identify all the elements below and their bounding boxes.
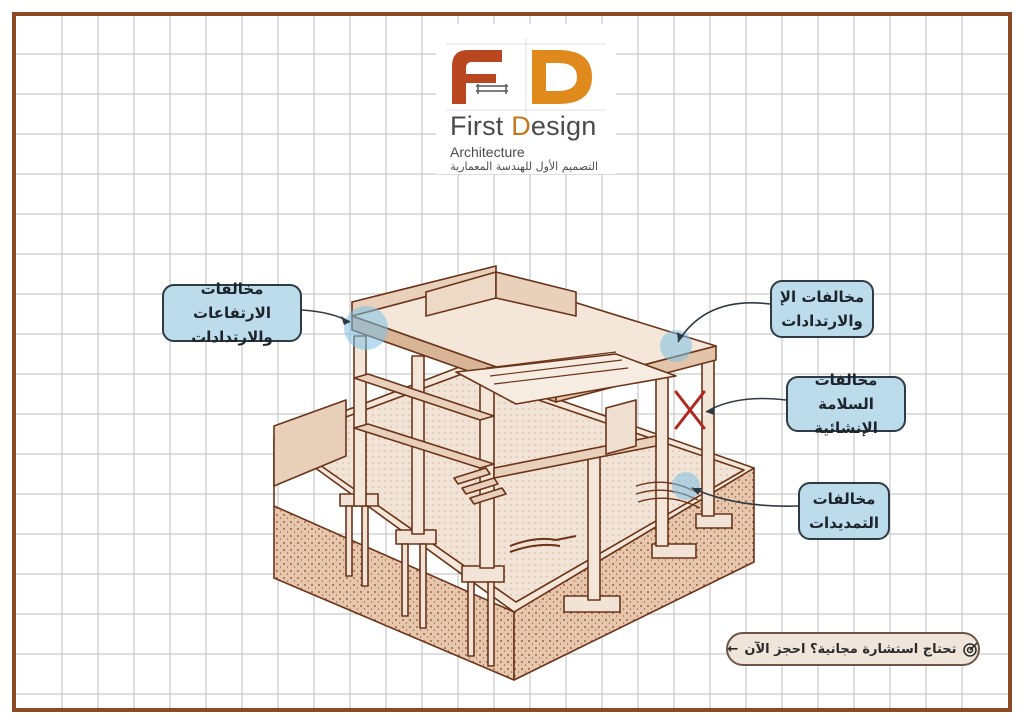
poster-frame: First Design Architecture التصميم الأول …: [12, 12, 1012, 712]
callout-installations: مخالفات التمديدات: [798, 482, 890, 540]
brand-name: First Design: [450, 111, 597, 141]
target-icon: [962, 641, 979, 657]
arrow-left-icon: ←: [727, 641, 739, 657]
brand-arabic-name: التصميم الأول للهندسة المعمارية: [450, 160, 598, 173]
cta-label: تحتاج استشارة مجانية؟ احجز الآن: [744, 641, 957, 657]
brand-subtitle: Architecture: [450, 144, 525, 160]
callout-heights-setbacks: مخالفات الارتفاعات والارتدادات: [162, 280, 302, 346]
building-cutaway-illustration: [273, 265, 799, 681]
callout-setbacks: مخالفات الإ والارتدادات: [770, 280, 874, 338]
free-consultation-button[interactable]: تحتاج استشارة مجانية؟ احجز الآن ←: [726, 632, 980, 666]
fd-logo-icon: [446, 38, 606, 114]
callout-structural-safety: مخالفات السلامة الإنشائية: [786, 371, 906, 437]
